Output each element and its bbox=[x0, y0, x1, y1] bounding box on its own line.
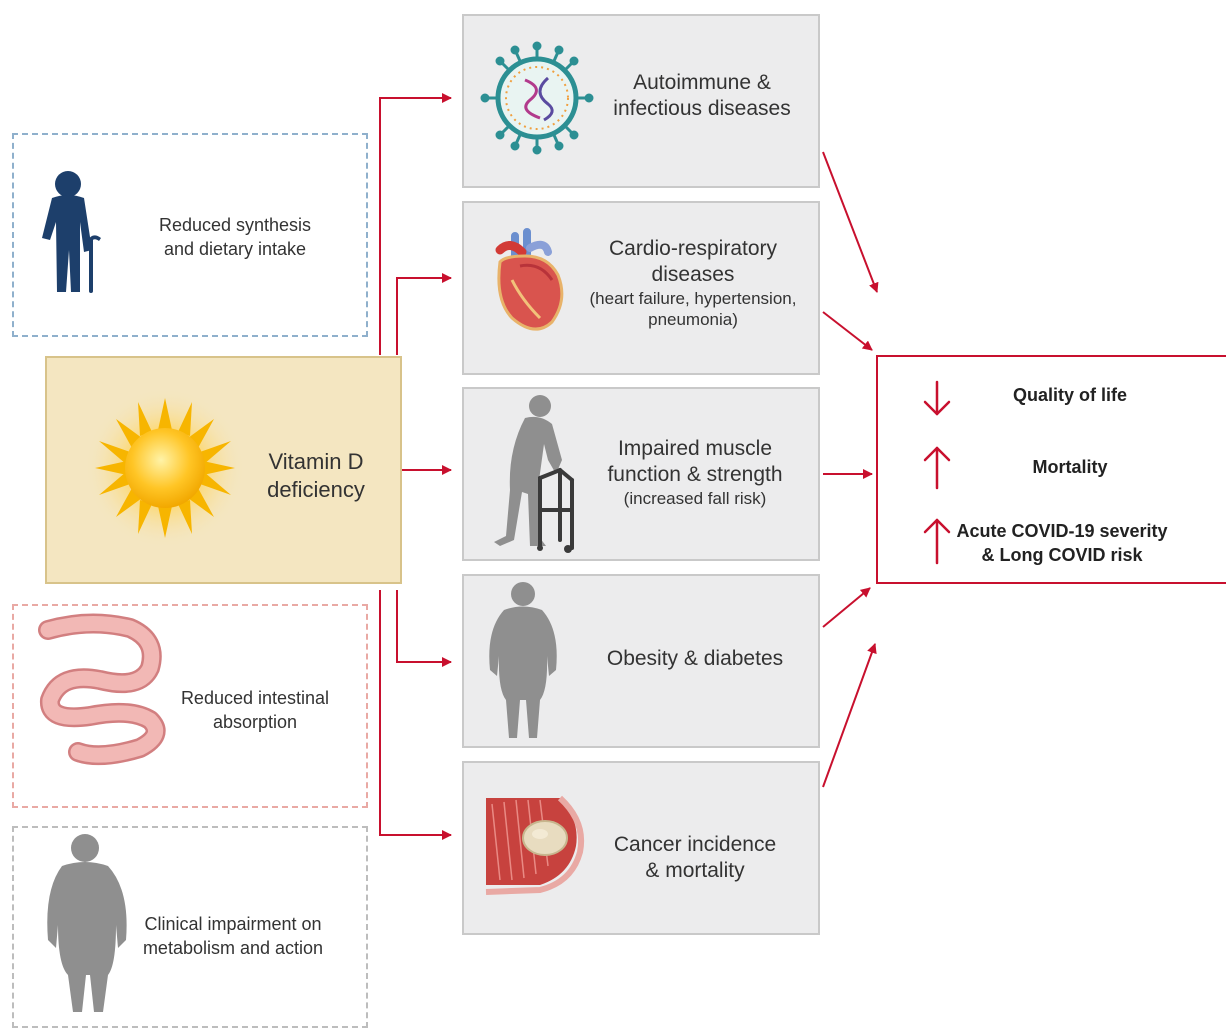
result-quality-label: Quality of life bbox=[1012, 385, 1127, 405]
outcome-cardio-line2: diseases bbox=[651, 263, 735, 286]
outcome-muscle-line1: Impaired muscle bbox=[617, 437, 773, 460]
vitamin-d-label: Vitamin D deficiency bbox=[236, 448, 396, 504]
cause-label-clinical: Clinical impairment on metabolism and ac… bbox=[128, 912, 338, 960]
outcome-cancer-line2: & mortality bbox=[645, 859, 745, 882]
connector-to-cancer bbox=[379, 590, 452, 840]
outcome-cancer-line1: Cancer incidence bbox=[613, 833, 777, 856]
cause-label-intestinal: Reduced intestinal absorption bbox=[150, 686, 360, 734]
result-covid-line2: & Long COVID risk bbox=[981, 545, 1143, 565]
connector-to-autoimmune bbox=[379, 93, 452, 355]
outcome-label-autoimmune: Autoimmune & infectious diseases bbox=[595, 70, 809, 122]
cause-label-synthesis-line1: Reduced synthesis bbox=[158, 215, 312, 235]
cause-label-clinical-line2: metabolism and action bbox=[142, 938, 324, 958]
result-covid-line1: Acute COVID-19 severity bbox=[956, 521, 1168, 541]
cause-box-intestinal bbox=[12, 604, 368, 808]
result-mortality-label: Mortality bbox=[1032, 457, 1108, 477]
outcome-label-obesity: Obesity & diabetes bbox=[580, 646, 810, 672]
outcome-muscle-line2: function & strength bbox=[607, 463, 783, 486]
vitamin-d-label-line2: deficiency bbox=[267, 477, 365, 502]
connector-cancer-to-result bbox=[822, 643, 877, 788]
connector-obesity-to-result bbox=[822, 587, 871, 628]
cause-label-synthesis: Reduced synthesis and dietary intake bbox=[130, 213, 340, 261]
connector-to-cardio bbox=[396, 273, 452, 355]
result-covid: Acute COVID-19 severity & Long COVID ris… bbox=[950, 519, 1174, 567]
outcome-label-cancer: Cancer incidence & mortality bbox=[580, 832, 810, 884]
cause-label-intestinal-line1: Reduced intestinal bbox=[180, 688, 330, 708]
outcome-cardio-sub1: (heart failure, hypertension, bbox=[589, 289, 797, 308]
outcome-autoimmune-line1: Autoimmune & bbox=[633, 71, 771, 94]
connector-cardio-to-result bbox=[822, 311, 873, 351]
result-mortality: Mortality bbox=[990, 455, 1150, 479]
outcome-muscle-sub1: (increased fall risk) bbox=[623, 489, 767, 508]
outcome-label-muscle: Impaired muscle function & strength (inc… bbox=[580, 436, 810, 509]
vitamin-d-label-line1: Vitamin D bbox=[268, 449, 364, 474]
cause-label-intestinal-line2: absorption bbox=[212, 712, 298, 732]
result-box bbox=[876, 355, 1226, 584]
outcome-cardio-line1: Cardio-respiratory bbox=[608, 237, 778, 260]
outcome-autoimmune-line2: infectious diseases bbox=[613, 97, 791, 120]
result-quality-of-life: Quality of life bbox=[990, 383, 1150, 407]
cause-label-synthesis-line2: and dietary intake bbox=[163, 239, 307, 259]
cause-label-clinical-line1: Clinical impairment on bbox=[144, 914, 322, 934]
connector-to-obesity bbox=[396, 590, 452, 667]
outcome-label-cardio: Cardio-respiratory diseases (heart failu… bbox=[566, 236, 820, 330]
connector-autoimmune-to-result bbox=[822, 151, 879, 293]
outcome-obesity-line1: Obesity & diabetes bbox=[606, 647, 784, 670]
outcome-cardio-sub2: pneumonia) bbox=[648, 310, 738, 329]
